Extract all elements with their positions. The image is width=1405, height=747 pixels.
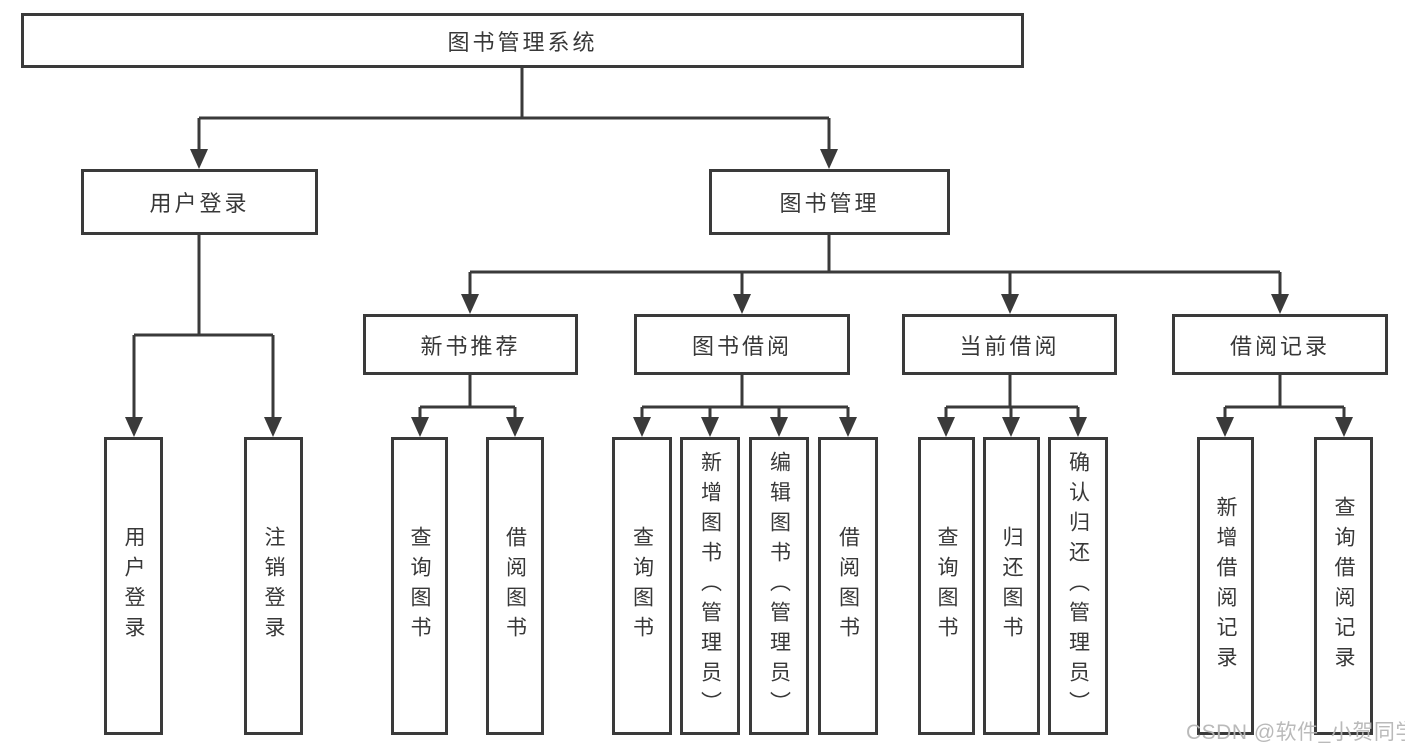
node-label: 归还图书: [1000, 526, 1023, 646]
leaf-add-book-admin: 新增图书（管理员）: [680, 437, 740, 735]
node-label: 查询图书: [408, 526, 431, 646]
leaf-query-borrow-record: 查询借阅记录: [1314, 437, 1373, 735]
leaf-edit-book-admin: 编辑图书（管理员）: [749, 437, 809, 735]
node-label: 图书管理: [779, 191, 880, 216]
node-label: 借阅图书: [836, 526, 860, 646]
leaf-borrow-books-borrowing: 借阅图书: [818, 437, 878, 735]
node-label: 用户登录: [122, 526, 145, 646]
node-label: 注销登录: [262, 526, 285, 646]
node-user-login: 用户登录: [81, 169, 318, 235]
node-label: 借阅记录: [1229, 333, 1330, 359]
node-label: 查询借阅记录: [1332, 496, 1355, 676]
node-label: 当前借阅: [959, 333, 1060, 359]
node-book-management: 图书管理: [709, 169, 950, 235]
node-label: 图书管理系统: [447, 29, 598, 55]
node-book-borrowing: 图书借阅: [634, 314, 850, 375]
node-label: 新书推荐: [420, 333, 521, 359]
node-label: 图书借阅: [691, 333, 792, 359]
node-label: 查询图书: [630, 526, 654, 646]
leaf-borrow-books-recommend: 借阅图书: [486, 437, 544, 735]
leaf-confirm-return-admin: 确认归还（管理员）: [1048, 437, 1108, 735]
node-label: 借阅图书: [503, 526, 527, 646]
node-label: 新增借阅记录: [1214, 496, 1237, 676]
leaf-return-books: 归还图书: [983, 437, 1040, 735]
node-label: 确认归还（管理员）: [1066, 451, 1090, 721]
csdn-watermark: CSDN @软件_小贺同学: [1186, 721, 1405, 744]
leaf-logout: 注销登录: [244, 437, 303, 735]
leaf-query-books-current: 查询图书: [918, 437, 975, 735]
node-label: 编辑图书（管理员）: [767, 451, 791, 721]
leaf-query-books-recommend: 查询图书: [391, 437, 448, 735]
leaf-query-books-borrowing: 查询图书: [612, 437, 672, 735]
node-label: 新增图书（管理员）: [698, 451, 722, 721]
node-label: 用户登录: [149, 191, 250, 216]
node-label: 查询图书: [935, 526, 958, 646]
node-current-borrowing: 当前借阅: [902, 314, 1117, 375]
node-library-system: 图书管理系统: [21, 13, 1024, 68]
node-borrowing-records: 借阅记录: [1172, 314, 1388, 375]
leaf-user-login: 用户登录: [104, 437, 163, 735]
leaf-add-borrow-record: 新增借阅记录: [1197, 437, 1254, 735]
node-new-book-recommendation: 新书推荐: [363, 314, 578, 375]
